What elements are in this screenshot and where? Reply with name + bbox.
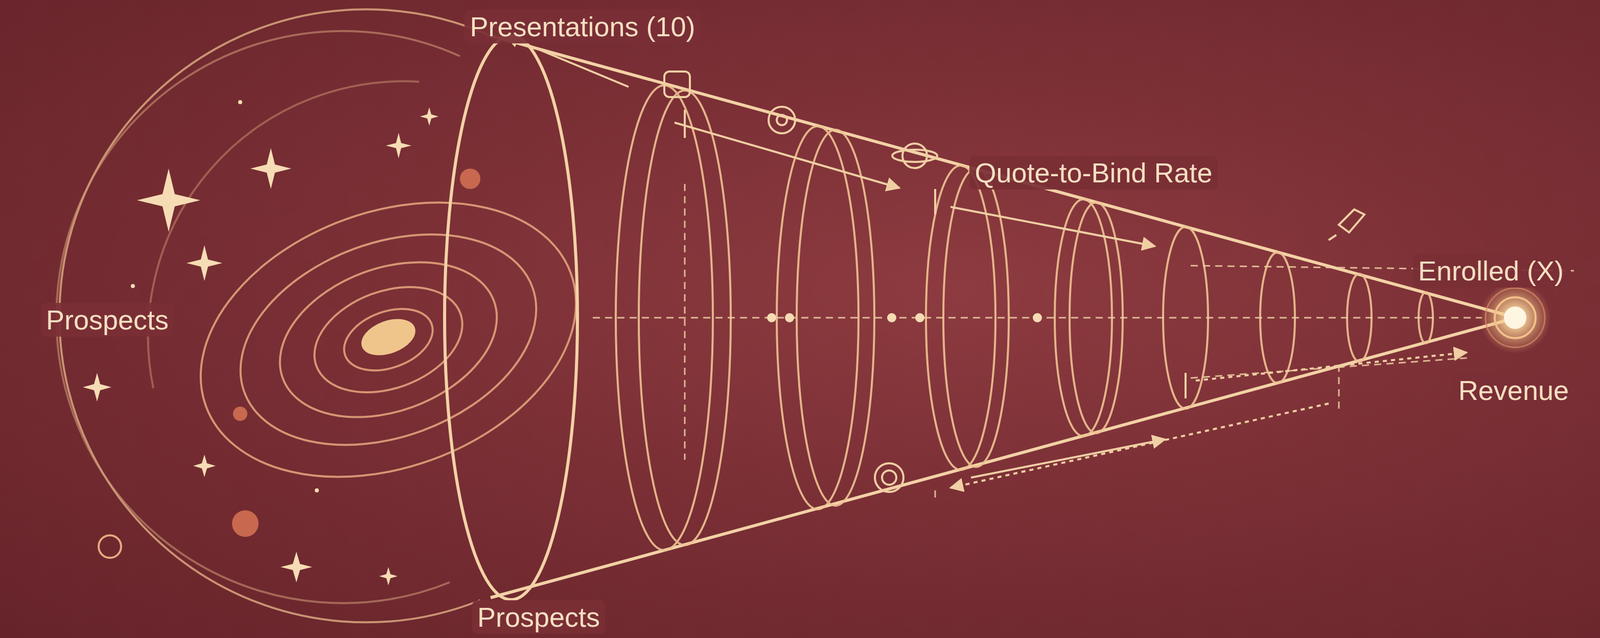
stage-label: Presentations (10): [464, 9, 701, 44]
stage-label: Prospects: [472, 600, 606, 635]
rate-label: Quote-to-Bind Rate: [969, 155, 1218, 190]
stage-label: Prospects: [40, 303, 174, 337]
outcome-label: Revenue: [1453, 373, 1574, 408]
stage-label: Enrolled (X): [1412, 253, 1569, 288]
